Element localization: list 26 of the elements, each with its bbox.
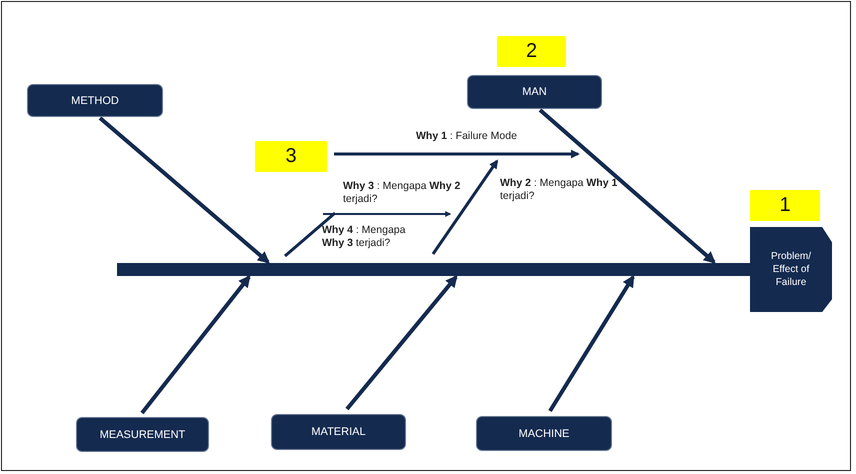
why-label: Why 3 : Mengapa Why 2 terjadi? bbox=[343, 180, 462, 206]
category-label: MACHINE bbox=[518, 428, 570, 440]
category-box bbox=[467, 75, 602, 109]
category-box bbox=[271, 414, 406, 450]
category-label: MAN bbox=[522, 86, 547, 98]
arrow bbox=[98, 116, 270, 264]
callout-number: 3 bbox=[255, 141, 327, 172]
callout-number: 1 bbox=[750, 190, 820, 221]
arrow bbox=[538, 108, 716, 264]
arrow bbox=[548, 274, 635, 412]
arrow bbox=[140, 275, 251, 414]
effect-box bbox=[750, 227, 832, 312]
effect-text: Problem/ Effect of Failure bbox=[770, 250, 812, 289]
category-label: MATERIAL bbox=[311, 426, 366, 438]
category-label: MEASUREMENT bbox=[100, 428, 186, 440]
spine-bar bbox=[117, 263, 730, 276]
why-label: Why 1 : Failure Mode bbox=[416, 130, 518, 143]
category-label: METHOD bbox=[71, 94, 119, 106]
category-box bbox=[76, 417, 209, 452]
arrow bbox=[345, 275, 458, 410]
why-label: Why 4 : Mengapa Why 3 terjadi? bbox=[322, 224, 406, 250]
spine-connector bbox=[730, 263, 750, 276]
callout-number: 2 bbox=[497, 36, 566, 67]
category-box bbox=[476, 416, 612, 451]
why-label: Why 2 : Mengapa Why 1 terjadi? bbox=[500, 177, 618, 203]
category-box bbox=[27, 84, 163, 117]
